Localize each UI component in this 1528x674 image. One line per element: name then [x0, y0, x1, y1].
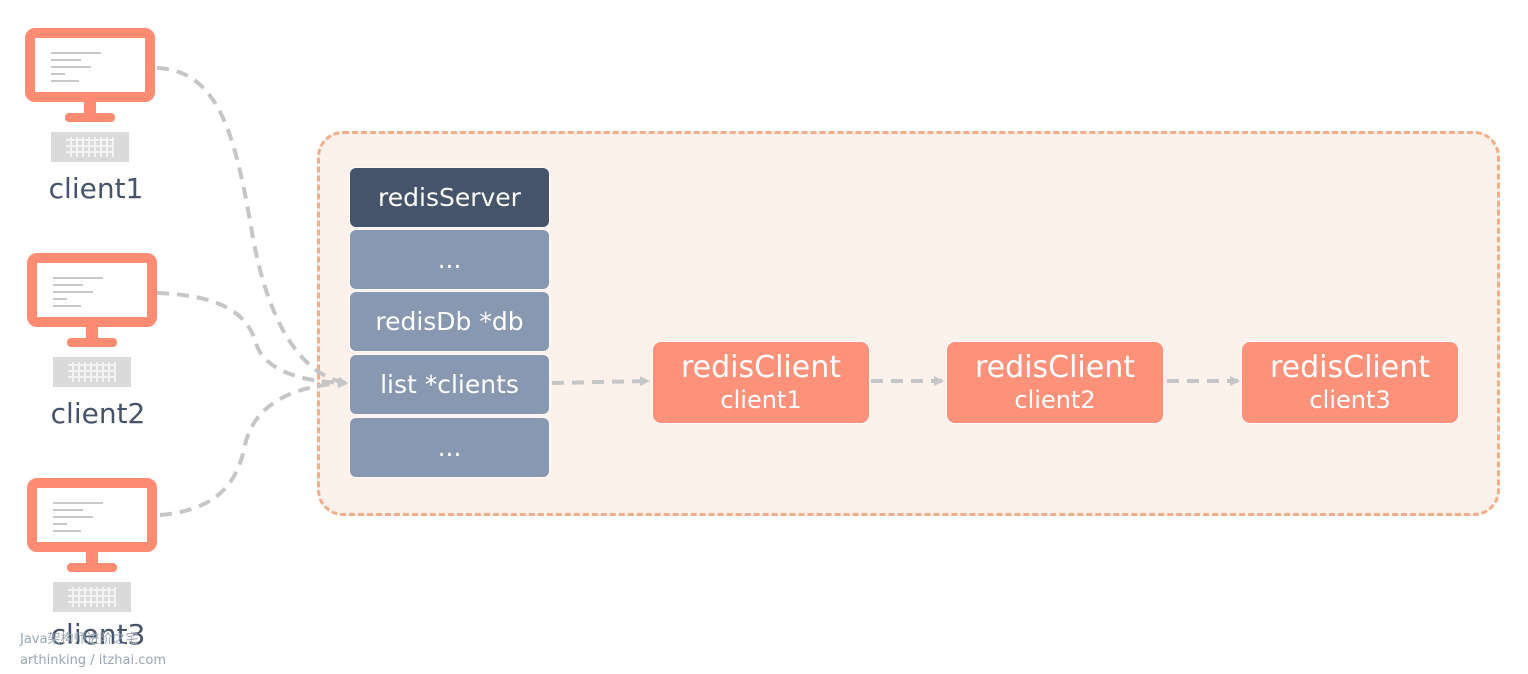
keyboard-icon	[51, 132, 129, 162]
keyboard-icon	[53, 582, 131, 612]
client3-label: client3	[50, 618, 146, 651]
struct-row-ellipsis-bottom: ...	[350, 418, 549, 477]
struct-row-clients-list: list *clients	[350, 355, 549, 414]
connector-client3-to-list	[159, 378, 348, 517]
watermark-line-1: Java架构师进阶之宅	[20, 632, 139, 647]
client1-label: client1	[48, 172, 144, 205]
redis-client-title: redisClient	[975, 349, 1135, 385]
redis-client-node-1: redisClient client1	[653, 342, 869, 423]
connector-client2-to-list	[156, 291, 348, 388]
redis-client-name: client2	[1014, 385, 1096, 414]
connector-list-to-client1	[551, 376, 650, 387]
redis-client-name: client3	[1309, 385, 1391, 414]
struct-row-ellipsis-top: ...	[350, 230, 549, 289]
watermark-line-2: arthinking / itzhai.com	[20, 653, 167, 668]
client2-label: client2	[50, 397, 146, 430]
connector-client1-to-list	[156, 66, 348, 387]
redis-client-name: client1	[720, 385, 802, 414]
redis-client-node-2: redisClient client2	[947, 342, 1163, 423]
redis-client-node-3: redisClient client3	[1242, 342, 1458, 423]
redis-server-header: redisServer	[350, 168, 549, 227]
redis-client-title: redisClient	[681, 349, 841, 385]
keyboard-icon	[53, 357, 131, 387]
struct-row-redisdb: redisDb *db	[350, 292, 549, 351]
redis-client-title: redisClient	[1270, 349, 1430, 385]
